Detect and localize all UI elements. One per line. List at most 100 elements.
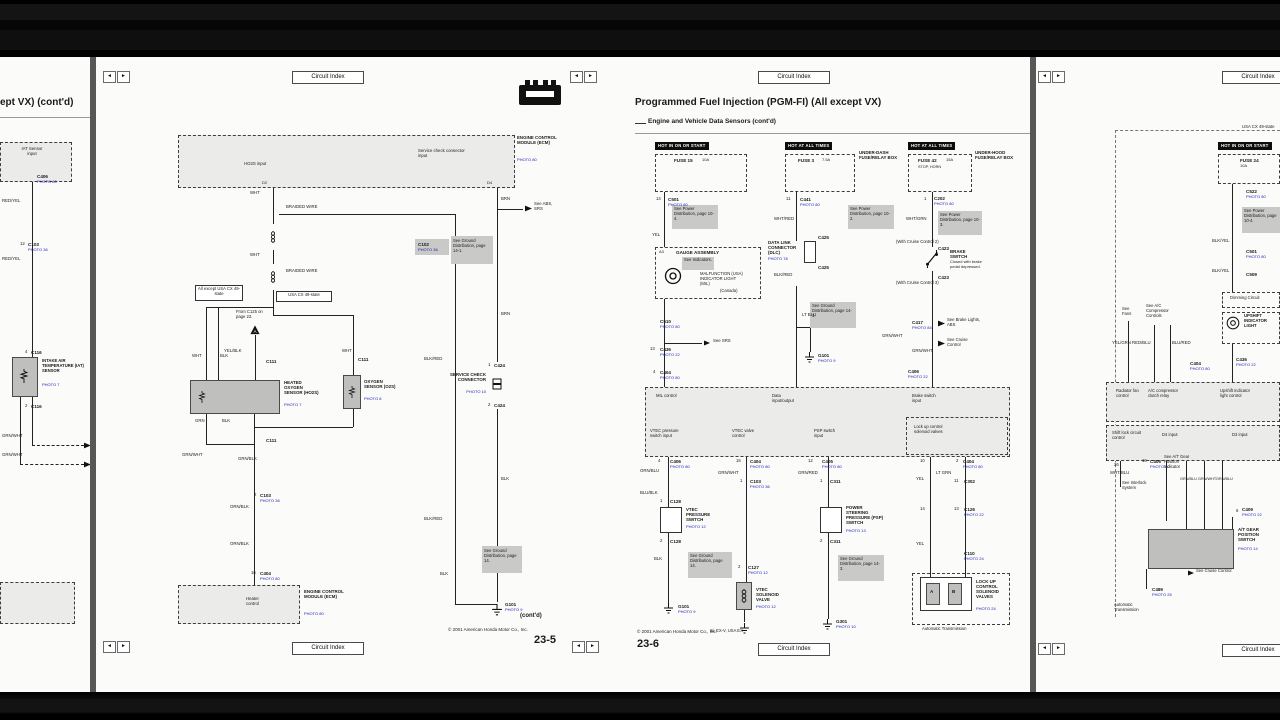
diagram-label: C103 — [750, 479, 761, 484]
diagram-label: FUSE 3 — [798, 158, 815, 163]
diagram-label: See Cruise Control — [1196, 568, 1232, 573]
diagram-label: See Brake Lights, ABS — [947, 317, 981, 327]
diagram-label: See Interlock System — [1122, 480, 1147, 490]
diagram-label: YEL/BLK — [224, 348, 242, 353]
diagram-label: C102 — [418, 242, 429, 247]
photo-ref-label: PHOTO 80 — [660, 375, 680, 380]
diagram-label: C126 — [964, 507, 975, 512]
diagram-label: 12 — [808, 458, 813, 463]
diagram-label: MALFUNCTION (USA) INDICATOR LIGHT (MIL) — [700, 271, 743, 286]
photo-ref-label: PHOTO 7 — [284, 402, 302, 407]
diagram-label: C406 — [908, 369, 919, 374]
diagram-label: RED/BLU — [1132, 340, 1151, 345]
nav-next-button[interactable]: ► — [117, 71, 130, 83]
diagram-label: C111 — [266, 438, 277, 443]
wire — [497, 409, 498, 602]
diagram-label: ORN/BLK — [230, 541, 249, 546]
diagram-label: C127 — [748, 565, 759, 570]
diagram-label: VTEC valve control — [732, 428, 755, 438]
dashed-box — [655, 154, 747, 192]
diagram-label: See A/T Gear Position Indicator — [1164, 454, 1190, 469]
photo-ref-label: PHOTO 36 — [28, 247, 48, 252]
note-box — [938, 211, 982, 235]
diagram-label: A/C compressor clutch relay — [1148, 388, 1179, 398]
ground-symbol — [662, 603, 675, 615]
nav-prev-button[interactable]: ◄ — [103, 641, 116, 653]
component-box — [0, 582, 75, 624]
copyright-text: © 2001 American Honda Motor Co., Inc. — [637, 629, 717, 634]
diagram-label: 16 — [251, 570, 256, 575]
diagram-label: D2 — [262, 180, 268, 185]
diagram-label: BLK — [654, 556, 663, 561]
nav-prev-button[interactable]: ◄ — [572, 641, 585, 653]
diagram-label: WHT — [250, 190, 260, 195]
diagram-label: LT BLU — [802, 312, 817, 317]
photo-ref-label: PHOTO 22 — [1242, 512, 1262, 517]
diagram-label: Dimming Circuit — [1230, 295, 1260, 300]
wire — [20, 464, 84, 465]
diagram-label: 12 — [20, 241, 25, 246]
diagram-label: C128 — [670, 539, 681, 544]
wire — [32, 397, 33, 445]
nav-next-button[interactable]: ► — [1052, 71, 1065, 83]
circuit-index-button[interactable]: Circuit Index — [758, 643, 830, 656]
circuit-index-button[interactable]: Circuit Index — [292, 642, 364, 655]
coil-symbol — [267, 224, 279, 250]
page-number: 23-6 — [637, 638, 660, 650]
wire — [273, 250, 274, 264]
diagram-label: (With Cruise Control 2) — [896, 239, 939, 244]
circuit-index-button[interactable]: Circuit Index — [292, 71, 364, 84]
diagram-label: 2 — [956, 458, 959, 463]
wire — [254, 427, 353, 428]
diagram-label: 1 — [820, 478, 823, 483]
photo-ref-label: PHOTO 80 — [1246, 254, 1266, 259]
nav-next-button[interactable]: ► — [584, 71, 597, 83]
page-number: 23-5 — [534, 634, 557, 646]
diagram-label: GRN/RED — [798, 470, 818, 475]
wire — [810, 327, 811, 352]
diagram-label: UNDER-HOOD FUSE/RELAY BOX — [975, 150, 1014, 161]
diagram-label: BLU/RED — [1172, 340, 1191, 345]
diagram-label: WHT — [192, 353, 202, 358]
part-box — [736, 582, 752, 610]
wire — [635, 123, 646, 124]
diagram-label: D4 — [487, 180, 493, 185]
wire — [1120, 461, 1121, 487]
circuit-index-button[interactable]: Circuit Index — [1222, 644, 1280, 657]
diagram-label: See SRS — [713, 338, 731, 343]
wire — [497, 209, 523, 210]
circuit-index-button[interactable]: Circuit Index — [1222, 71, 1280, 84]
letterbox-top — [0, 0, 1280, 57]
diagram-label: BLK/RED — [774, 272, 793, 277]
circuit-index-button[interactable]: Circuit Index — [758, 71, 830, 84]
nav-next-button[interactable]: ► — [1052, 643, 1065, 655]
wire — [353, 315, 354, 375]
outline-box — [820, 507, 842, 533]
nav-next-button[interactable]: ► — [117, 641, 130, 653]
nav-next-button[interactable]: ► — [586, 641, 599, 653]
wire — [32, 182, 33, 357]
wire — [796, 286, 797, 387]
photo-ref-label: PHOTO 80 — [660, 324, 680, 329]
wire — [273, 290, 274, 315]
nav-prev-button[interactable]: ◄ — [570, 71, 583, 83]
diagram-label: See A/C Compressor Controls — [1146, 303, 1169, 318]
diagram-label: HO2S input — [244, 161, 267, 166]
outline-box — [195, 285, 243, 301]
photo-ref-label: PHOTO 12 — [756, 604, 776, 609]
photo-ref-label: PHOTO 80 — [1150, 464, 1170, 469]
nav-prev-button[interactable]: ◄ — [1038, 643, 1051, 655]
diagram-label: 15 — [736, 458, 741, 463]
nav-prev-button[interactable]: ◄ — [103, 71, 116, 83]
diagram-label: C406 — [670, 459, 681, 464]
diagram-label: Upshift indicator light control — [1220, 388, 1251, 398]
diagram-label: C501 — [668, 197, 679, 202]
diagram-label: C111 — [266, 359, 277, 364]
lamp-symbol — [664, 267, 682, 285]
note-box — [482, 546, 522, 573]
diagram-label: See ABS, SRS — [534, 201, 553, 211]
diagram-label: GRN — [195, 418, 205, 423]
arrowr-symbol — [704, 340, 710, 346]
nav-prev-button[interactable]: ◄ — [1038, 71, 1051, 83]
ground-symbol — [490, 604, 504, 617]
